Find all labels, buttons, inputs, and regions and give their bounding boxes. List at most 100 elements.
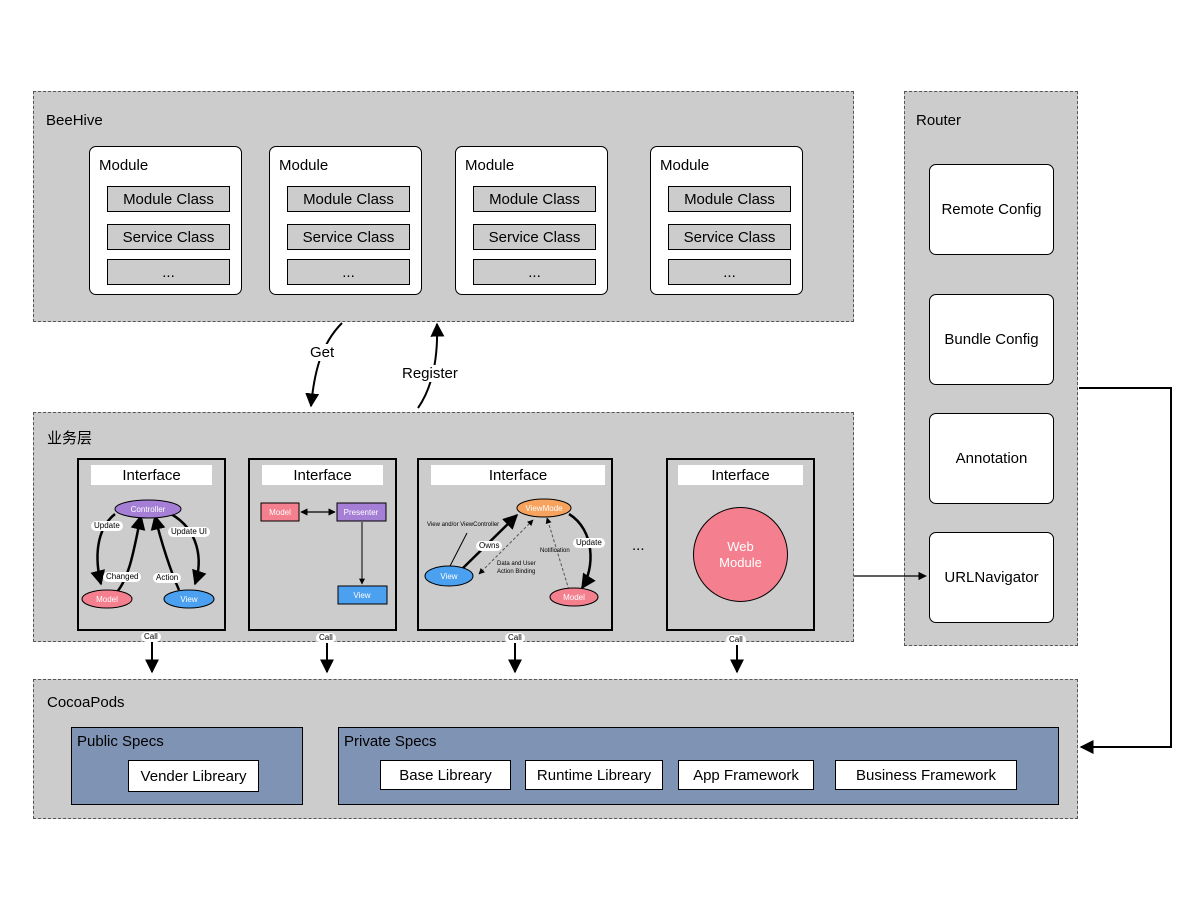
module-class-slot[interactable]: Module Class xyxy=(107,186,230,212)
binding-label-1: Data and User xyxy=(497,561,536,567)
owns-label: Owns xyxy=(476,541,503,551)
model-label: Model xyxy=(563,593,585,602)
view-label: View xyxy=(180,595,197,604)
view-label: View xyxy=(353,591,370,600)
url-navigator-box[interactable]: URLNavigator xyxy=(929,532,1054,623)
binding-arrow xyxy=(478,519,534,575)
public-specs-group: Public Specs Vender Libreary xyxy=(71,727,303,805)
web-module-label-1: Web xyxy=(727,538,754,554)
service-class-slot[interactable]: Service Class xyxy=(668,224,791,250)
model-label: Model xyxy=(96,595,118,604)
service-class-slot[interactable]: Service Class xyxy=(473,224,596,250)
update-ui-arrow xyxy=(170,512,207,586)
business-framework-box[interactable]: Business Framework xyxy=(835,760,1017,790)
module-class-slot[interactable]: Module Class xyxy=(287,186,410,212)
vender-library-box[interactable]: Vender Libreary xyxy=(128,760,259,792)
register-label: Register xyxy=(402,365,458,382)
router-region: Router Remote Config Bundle Config Annot… xyxy=(904,91,1078,646)
base-library-box[interactable]: Base Libreary xyxy=(380,760,511,790)
module-class-slot[interactable]: Module Class xyxy=(473,186,596,212)
module-title: Module xyxy=(660,157,710,174)
beehive-title: BeeHive xyxy=(46,112,103,129)
router-cocoapods-arrow xyxy=(1079,387,1172,754)
more-slot[interactable]: ... xyxy=(473,259,596,285)
interface-title: Interface xyxy=(431,465,605,485)
changed-label: Changed xyxy=(103,572,142,582)
service-class-slot[interactable]: Service Class xyxy=(107,224,230,250)
service-class-slot[interactable]: Service Class xyxy=(287,224,410,250)
mvp-diagram: Model Presenter View xyxy=(260,502,388,605)
more-slot[interactable]: ... xyxy=(287,259,410,285)
bundle-config-box[interactable]: Bundle Config xyxy=(929,294,1054,385)
get-label: Get xyxy=(310,344,335,361)
view-node xyxy=(424,565,474,587)
view-label: View xyxy=(440,572,457,581)
controller-label: Controller xyxy=(131,505,166,514)
model-node xyxy=(549,587,599,607)
update-arrow xyxy=(90,513,116,586)
notification-label: Notification xyxy=(540,548,570,554)
runtime-library-box[interactable]: Runtime Libreary xyxy=(525,760,663,790)
interface-mvc[interactable]: Interface Controller Model View Update U… xyxy=(77,458,226,631)
interface-mvp[interactable]: Interface Model Presenter View xyxy=(248,458,397,631)
app-framework-box[interactable]: App Framework xyxy=(678,760,814,790)
module-card[interactable]: Module Module Class Service Class ... xyxy=(89,146,242,295)
web-module-node[interactable]: Web Module xyxy=(693,507,788,602)
module-card[interactable]: Module Module Class Service Class ... xyxy=(455,146,608,295)
cocoapods-region: CocoaPods Public Specs Vender Libreary P… xyxy=(33,679,1078,819)
view-node xyxy=(337,585,388,605)
update-arrow xyxy=(568,512,596,590)
update-ui-label: Update UI xyxy=(168,527,211,537)
module-title: Module xyxy=(279,157,329,174)
interface-web[interactable]: Interface Web Module xyxy=(666,458,815,631)
mvvm-diagram: ViewMode View Model View and/or ViewCont… xyxy=(424,498,599,607)
business-layer-title: 业务层 xyxy=(47,430,93,447)
interface-mvvm[interactable]: Interface ViewMode View Model View and/o… xyxy=(417,458,613,631)
router-title: Router xyxy=(916,112,962,129)
owner-label: View and/or ViewController xyxy=(427,522,499,528)
public-specs-title: Public Specs xyxy=(77,733,164,750)
more-interfaces-ellipsis: ... xyxy=(632,537,645,554)
call-label: Call xyxy=(726,635,746,645)
module-class-slot[interactable]: Module Class xyxy=(668,186,791,212)
annotation-box[interactable]: Annotation xyxy=(929,413,1054,504)
view-owner-line xyxy=(448,532,468,569)
interface-title: Interface xyxy=(91,465,212,485)
private-specs-group: Private Specs Base Libreary Runtime Libr… xyxy=(338,727,1059,805)
action-label: Action xyxy=(153,573,182,583)
controller-node xyxy=(114,499,182,519)
update-label: Update xyxy=(573,538,605,548)
module-title: Module xyxy=(99,157,149,174)
model-node xyxy=(260,502,300,522)
web-module-label-2: Module xyxy=(719,554,762,570)
module-title: Module xyxy=(465,157,515,174)
presenter-label: Presenter xyxy=(344,508,379,517)
action-arrow xyxy=(150,514,181,591)
business-layer-region: 业务层 Interface Controller Model View Upda… xyxy=(33,412,854,642)
call-label: Call xyxy=(141,632,161,642)
more-slot[interactable]: ... xyxy=(668,259,791,285)
view-node xyxy=(163,589,215,609)
model-node xyxy=(81,589,133,609)
more-slot[interactable]: ... xyxy=(107,259,230,285)
cocoapods-title: CocoaPods xyxy=(47,694,125,711)
call-label: Call xyxy=(316,633,336,643)
module-card[interactable]: Module Module Class Service Class ... xyxy=(269,146,422,295)
interface-title: Interface xyxy=(262,465,383,485)
beehive-region: BeeHive Module Module Class Service Clas… xyxy=(33,91,854,322)
module-card[interactable]: Module Module Class Service Class ... xyxy=(650,146,803,295)
notification-arrow xyxy=(545,517,570,591)
viewmodel-node xyxy=(516,498,572,518)
viewmodel-label: ViewMode xyxy=(525,504,563,513)
changed-arrow xyxy=(116,514,146,593)
model-label: Model xyxy=(269,508,291,517)
update-label: Update xyxy=(91,521,123,531)
mvc-diagram: Controller Model View xyxy=(81,499,215,609)
binding-label-2: Action Binding xyxy=(497,569,535,575)
private-specs-title: Private Specs xyxy=(344,733,437,750)
remote-config-box[interactable]: Remote Config xyxy=(929,164,1054,255)
interface-title: Interface xyxy=(678,465,803,485)
get-arrow xyxy=(305,322,343,408)
call-label: Call xyxy=(505,633,525,643)
presenter-node xyxy=(336,502,387,522)
